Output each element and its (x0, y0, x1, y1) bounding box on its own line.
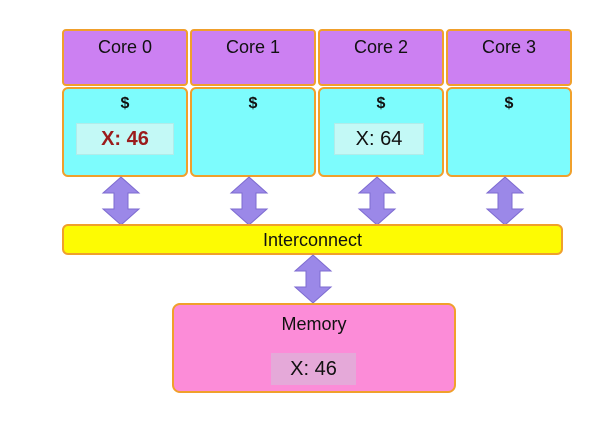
core-2-label: Core 2 (318, 29, 444, 86)
interconnect-bus: Interconnect (62, 224, 563, 255)
core-3-cache-label: $ (504, 95, 514, 112)
core-2-cache: $ X: 64 (318, 87, 444, 177)
core-0-cache-label: $ (120, 95, 130, 112)
core-0-label: Core 0 (62, 29, 188, 86)
core-1-cache: $ (190, 87, 316, 177)
core-3-label: Core 3 (446, 29, 572, 86)
core-0-cache-value: X: 46 (76, 123, 174, 155)
memory-label: Memory (281, 314, 347, 334)
core-0-bus-arrow-icon (101, 176, 141, 226)
core-2-cache-value: X: 64 (334, 123, 424, 155)
core-0-cache: $ X: 46 (62, 87, 188, 177)
memory-block: Memory X: 46 (172, 303, 456, 393)
core-1-label: Core 1 (190, 29, 316, 86)
core-3-cache: $ (446, 87, 572, 177)
core-2-bus-arrow-icon (357, 176, 397, 226)
core-1-cache-label: $ (248, 95, 258, 112)
core-1-bus-arrow-icon (229, 176, 269, 226)
memory-bus-arrow-icon (293, 254, 333, 304)
core-2-cache-label: $ (376, 95, 386, 112)
memory-value: X: 46 (271, 353, 356, 385)
core-3-bus-arrow-icon (485, 176, 525, 226)
